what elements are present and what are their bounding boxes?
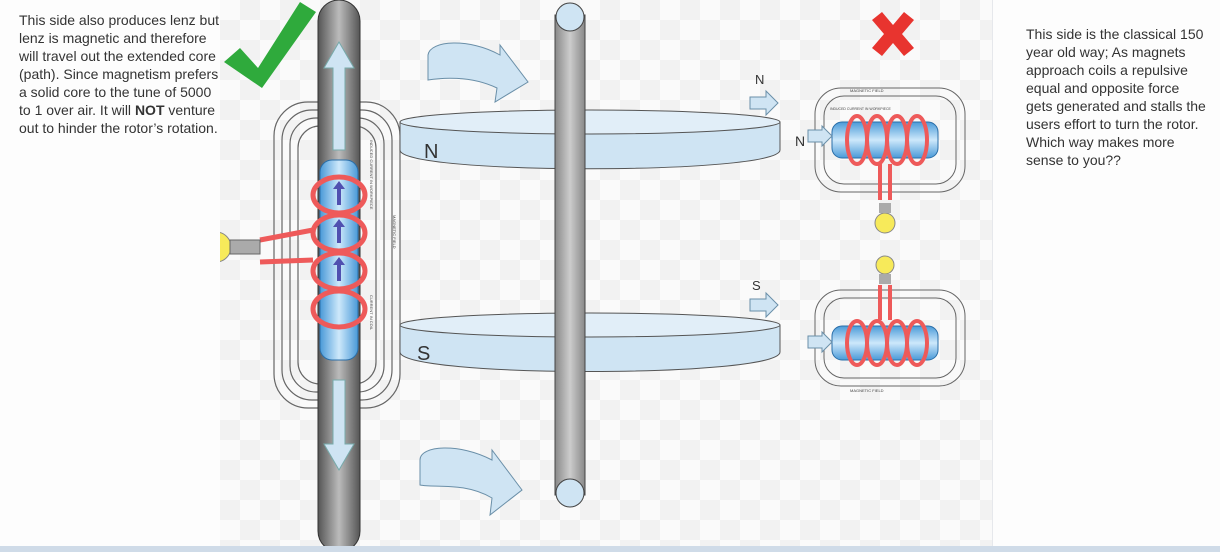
right-note: This side is the classical 150 year old … [1026,26,1206,168]
check-icon [224,2,316,88]
svg-text:MAGNETIC FIELD: MAGNETIC FIELD [850,88,884,93]
svg-text:N: N [795,133,805,149]
rotor-disc-n: N [399,109,781,170]
cross-icon [872,12,914,56]
rotor-disc-s: S [399,312,781,372]
coil [259,174,368,330]
label-magnetic-field: MAGNETIC FIELD [392,215,397,249]
classic-coil-top: MAGNETIC FIELD INDUCED CURRENT IN WORKPI… [795,87,966,234]
arrow-right-s [749,291,779,319]
arrow-right-n [749,89,779,117]
bottom-bar [0,546,1220,552]
svg-text:N: N [424,141,438,163]
arrow-down-icon [323,379,355,472]
svg-text:S: S [417,343,430,365]
label-current-in-coil: CURRENT IN COIL [369,295,374,331]
rotation-arrow-bottom [419,447,523,517]
left-note-panel: This side also produces lenz but lenz is… [0,0,220,552]
svg-text:INDUCED CURRENT IN WORKPIECE: INDUCED CURRENT IN WORKPIECE [830,107,891,111]
right-note-panel: This side is the classical 150 year old … [992,0,1220,552]
rotor-shaft [554,14,586,496]
left-note: This side also produces lenz but lenz is… [19,12,219,136]
svg-text:S: S [752,278,761,293]
svg-text:MAGNETIC FIELD: MAGNETIC FIELD [850,388,884,393]
label-induced-current: INDUCED CURRENT IN WORKPIECE [369,140,374,210]
svg-text:N: N [755,72,764,87]
classic-coil-bottom: MAGNETIC FIELD [807,255,966,393]
rotation-arrow-top [427,42,529,103]
generator-diagram: INDUCED CURRENT IN WORKPIECE MAGNETIC FI… [200,0,992,553]
arrow-up-icon [323,40,355,151]
